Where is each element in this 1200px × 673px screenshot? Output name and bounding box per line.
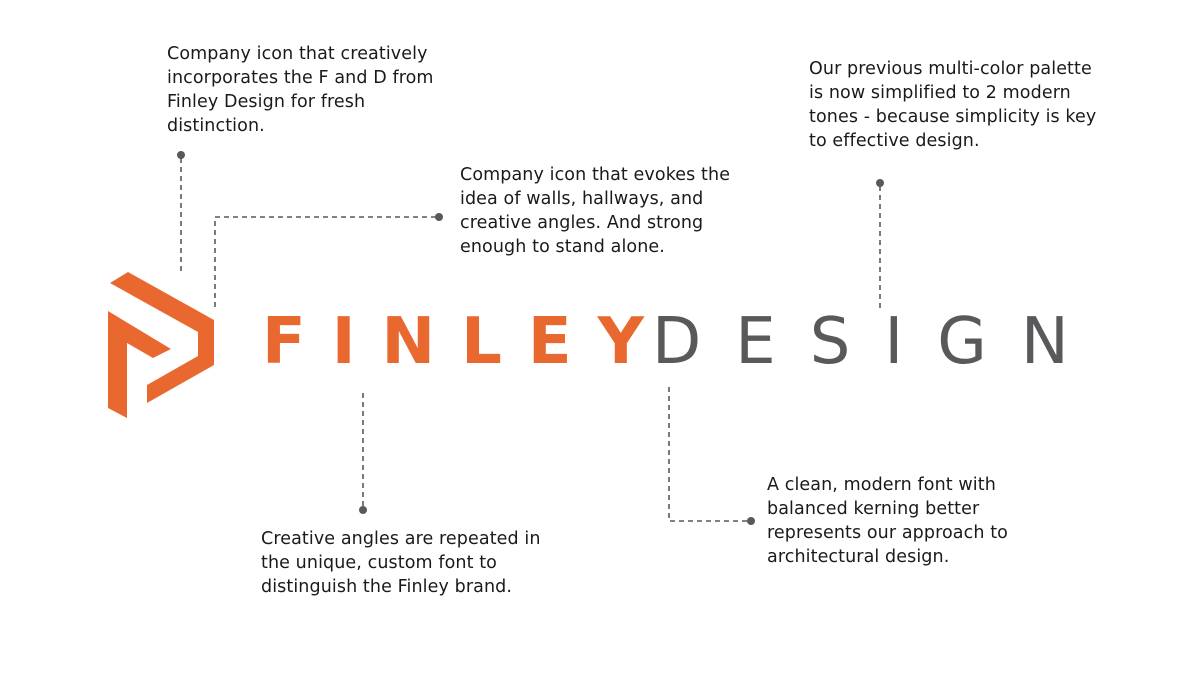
icon-d-shape — [110, 272, 214, 403]
icon-f-shape — [108, 311, 171, 418]
dot-icon-walls — [435, 213, 443, 221]
annotation-font-clean: A clean, modern font with balanced kerni… — [767, 475, 1008, 567]
connector-dots — [177, 151, 884, 525]
connector-icon-walls — [214, 216, 436, 308]
fd-monogram-icon — [108, 272, 214, 418]
annotation-icon-fd: Company icon that creatively incorporate… — [167, 44, 434, 136]
dot-font-clean — [747, 517, 755, 525]
annotation-palette: Our previous multi-color palette is now … — [809, 59, 1097, 151]
dot-font-angle — [359, 506, 367, 514]
connector-font-clean — [668, 387, 748, 522]
dot-icon-fd — [177, 151, 185, 159]
dot-palette — [876, 179, 884, 187]
annotation-icon-walls: Company icon that evokes the idea of wal… — [460, 165, 731, 257]
annotation-font-angle: Creative angles are repeated in the uniq… — [261, 529, 541, 597]
wordmark-design: DESIGN — [652, 305, 1103, 379]
connectors — [180, 158, 881, 522]
wordmark-finley: FINLEY — [262, 305, 670, 379]
